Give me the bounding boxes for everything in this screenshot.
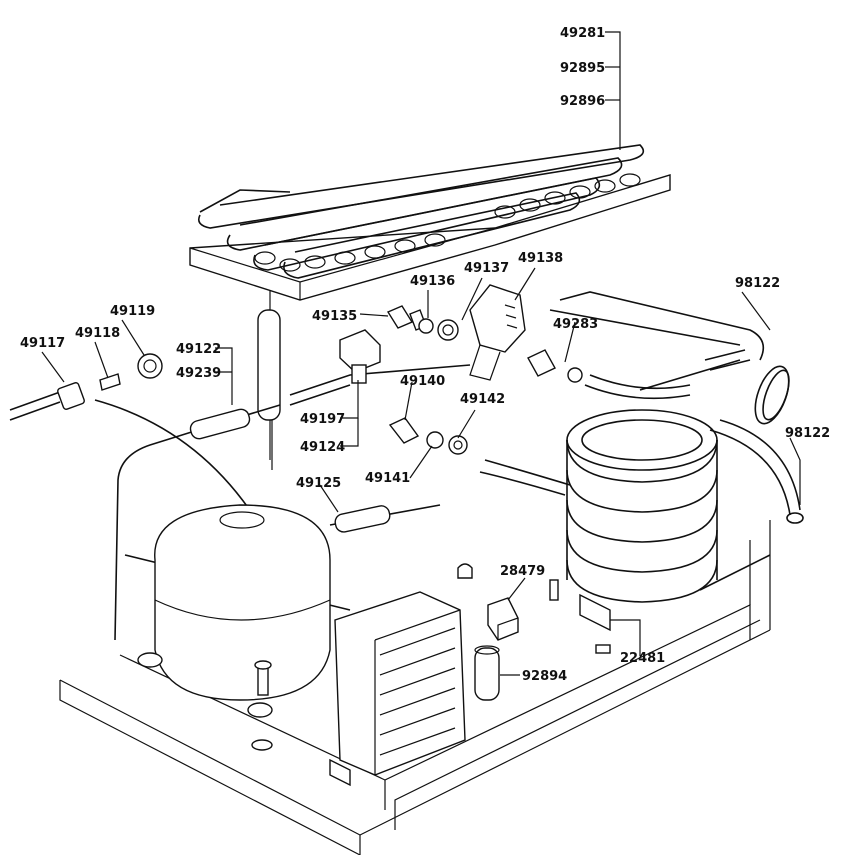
- label-92894: 92894: [522, 669, 567, 684]
- label-49142: 49142: [460, 392, 505, 407]
- label-92896: 92896: [560, 94, 605, 109]
- label-49137: 49137: [464, 261, 509, 276]
- capillary-drier: [257, 290, 281, 470]
- label-49118: 49118: [75, 326, 120, 341]
- label-98122-top: 98122: [735, 276, 780, 291]
- condenser-bracket: [579, 593, 611, 654]
- label-49124: 49124: [300, 440, 345, 455]
- label-49122: 49122: [176, 342, 221, 357]
- thermostat: [457, 563, 519, 641]
- label-49283: 49283: [553, 317, 598, 332]
- label-49197: 49197: [300, 412, 345, 427]
- label-49138: 49138: [518, 251, 563, 266]
- service-valve-fittings: [9, 353, 163, 421]
- discharge-tubes: [329, 291, 765, 526]
- mounting-hardware: [251, 579, 559, 751]
- hose-98122: [704, 349, 804, 524]
- capacitor: [474, 645, 500, 701]
- electrical-box: [329, 591, 466, 787]
- label-49281: 49281: [560, 26, 605, 41]
- label-49239: 49239: [176, 366, 221, 381]
- evaporator-fins: [254, 173, 641, 272]
- valve-cluster: [386, 284, 526, 381]
- filter-drier-horizontal: [189, 408, 251, 440]
- label-28479: 28479: [500, 564, 545, 579]
- tube-49125: [334, 505, 391, 533]
- part-labels: 49281 92895 92896 49138 49137 49136 4913…: [20, 26, 830, 684]
- label-98122-right: 98122: [785, 426, 830, 441]
- compressor: [137, 504, 331, 718]
- fitting-49283: [527, 349, 583, 383]
- evaporator-assembly: [189, 144, 671, 301]
- label-49135: 49135: [312, 309, 357, 324]
- fitting-group: [388, 417, 468, 455]
- label-49117: 49117: [20, 336, 65, 351]
- label-49125: 49125: [296, 476, 341, 491]
- label-49119: 49119: [110, 304, 155, 319]
- label-49140: 49140: [400, 374, 445, 389]
- label-49141: 49141: [365, 471, 410, 486]
- start-relay: [339, 329, 381, 384]
- label-49136: 49136: [410, 274, 455, 289]
- label-92895: 92895: [560, 61, 605, 76]
- label-22481: 22481: [620, 651, 665, 666]
- leader-lines: [41, 31, 801, 676]
- condenser-coil: [566, 409, 771, 603]
